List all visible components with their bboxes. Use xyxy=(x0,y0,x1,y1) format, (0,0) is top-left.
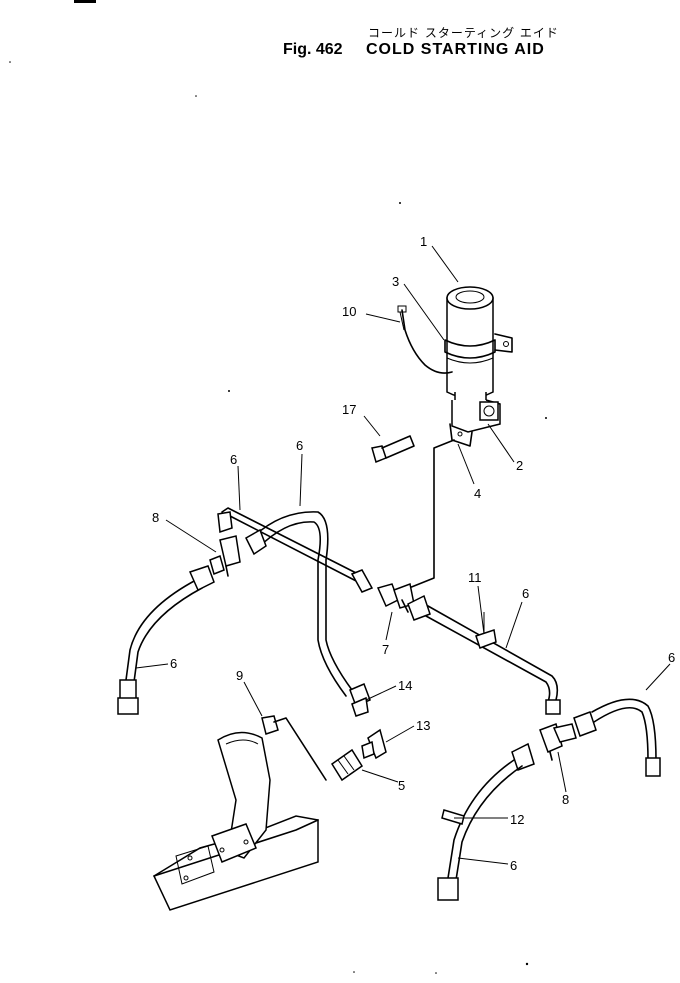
hose-right-upper xyxy=(573,698,661,777)
tee-fitting-left xyxy=(209,535,241,577)
callout-11: 11 xyxy=(468,570,482,585)
corner-mark xyxy=(74,0,96,3)
callout-7: 7 xyxy=(382,642,389,657)
callout-8a: 8 xyxy=(152,510,159,525)
callout-6f: 6 xyxy=(510,858,517,873)
callout-5: 5 xyxy=(398,778,405,793)
title-japanese: コールド スターティング エイド xyxy=(368,26,559,40)
hose-right-lower xyxy=(437,742,535,901)
callout-12: 12 xyxy=(510,812,524,827)
leader-lines xyxy=(135,245,671,865)
bolt xyxy=(371,435,415,464)
callout-17: 17 xyxy=(342,402,356,417)
hose-left xyxy=(117,565,215,715)
callout-9: 9 xyxy=(236,668,243,683)
starting-aid-canister xyxy=(444,286,513,447)
pipe-right xyxy=(407,594,561,715)
callout-labels: 1 3 10 17 2 4 6 6 8 6 11 6 7 6 9 14 13 5… xyxy=(152,234,675,873)
callout-10: 10 xyxy=(342,304,356,319)
callout-6d: 6 xyxy=(522,586,529,601)
callout-6b: 6 xyxy=(296,438,303,453)
bracket-line xyxy=(403,439,455,591)
callout-1: 1 xyxy=(420,234,427,249)
wire-lead xyxy=(397,305,453,374)
figure-number: Fig. 462 xyxy=(283,41,343,58)
figure-title: COLD STARTING AID xyxy=(366,41,545,58)
callout-13: 13 xyxy=(416,718,430,733)
callout-2: 2 xyxy=(516,458,523,473)
small-fittings xyxy=(261,715,387,782)
pipe-upper-left xyxy=(217,507,374,593)
callout-6c: 6 xyxy=(170,656,177,671)
callout-3: 3 xyxy=(392,274,399,289)
callout-6a: 6 xyxy=(230,452,237,467)
intake-manifold xyxy=(153,731,319,911)
pipe-loop-down xyxy=(245,511,371,717)
specks xyxy=(9,61,547,974)
tee-fitting-center xyxy=(376,582,415,613)
callout-14: 14 xyxy=(398,678,412,693)
callout-4: 4 xyxy=(474,486,481,501)
callout-6e: 6 xyxy=(668,650,675,665)
callout-8b: 8 xyxy=(562,792,569,807)
tee-fitting-right xyxy=(539,723,577,761)
